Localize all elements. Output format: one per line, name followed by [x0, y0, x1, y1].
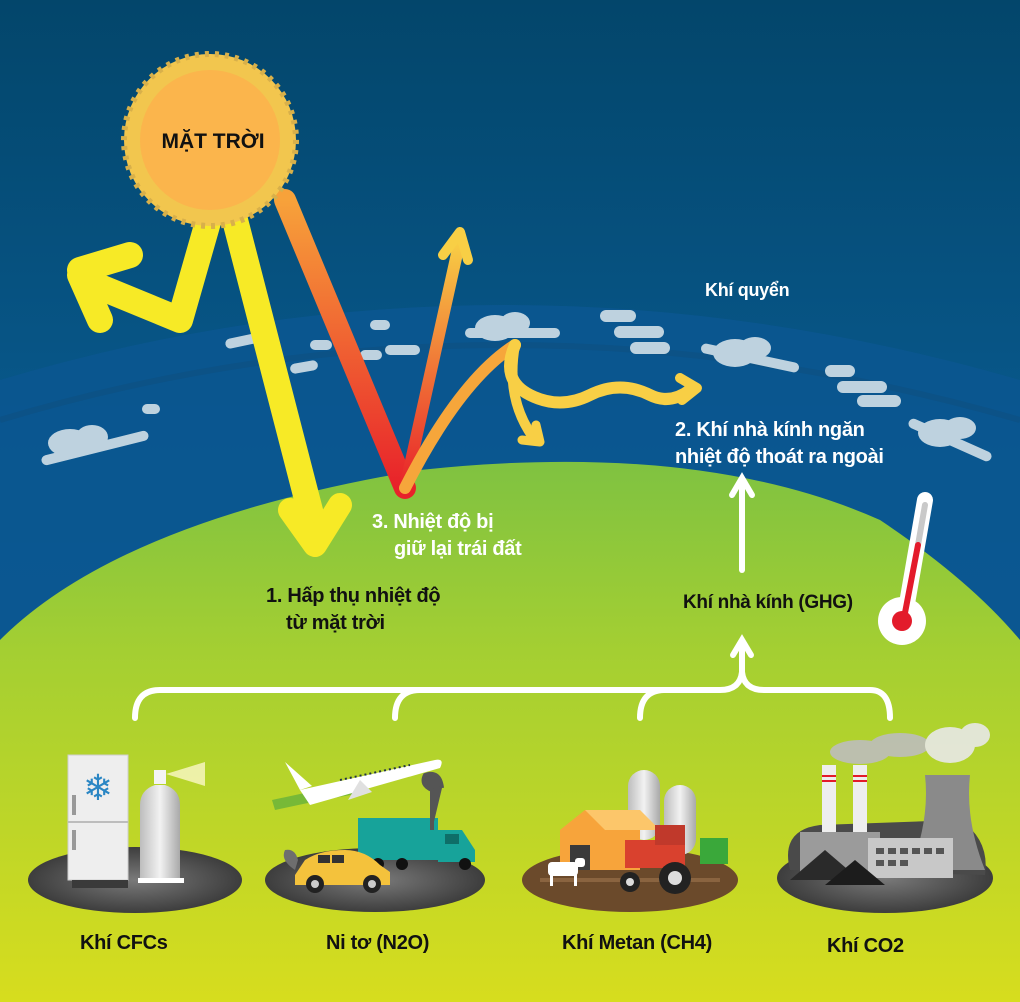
source-label-n2o: Ni tơ (N2O)	[326, 932, 430, 954]
step-3-label: 3. Nhiệt độ bị giữ lại trái đất	[372, 509, 522, 563]
cloud-icon	[908, 417, 992, 462]
trapped-ray	[399, 339, 521, 494]
step-1-line-2: từ mặt trời	[286, 612, 385, 634]
source-label-co2: Khí CO2	[827, 935, 904, 957]
cloud-icon	[465, 312, 560, 341]
cloud-icon	[825, 365, 901, 407]
cloud-icon	[41, 425, 149, 466]
reflected-ray	[82, 202, 223, 333]
ghg-label: Khí nhà kính (GHG)	[683, 592, 853, 613]
clouds	[41, 310, 992, 466]
cfc-illustration: ❄	[28, 754, 242, 913]
cow-icon	[548, 858, 585, 886]
factory-illustration	[777, 723, 993, 913]
heat-ray-up	[399, 234, 466, 494]
transport-illustration	[265, 759, 485, 912]
step-2-label: 2. Khí nhà kính ngăn nhiệt độ thoát ra n…	[675, 417, 884, 471]
step-2-line-1: 2. Khí nhà kính ngăn	[675, 419, 865, 441]
ghg-up-arrow	[729, 472, 755, 573]
atmosphere-label: Khí quyển	[705, 280, 790, 300]
tractor-icon	[620, 825, 728, 894]
farm-illustration	[522, 770, 738, 912]
heat-ray-down	[274, 189, 416, 499]
sun-label: MẶT TRỜI	[161, 130, 265, 153]
earth-ground	[0, 461, 1020, 1002]
step-3-line-1: 3. Nhiệt độ bị	[372, 511, 494, 533]
car-icon	[283, 849, 390, 893]
smoke-icon	[830, 723, 990, 764]
absorbed-ray	[222, 207, 328, 543]
airplane-icon	[285, 759, 442, 805]
cloud-icon	[700, 337, 800, 373]
thermometer-icon	[878, 492, 933, 645]
barn-icon	[560, 810, 660, 870]
source-label-ch4: Khí Metan (CH4)	[562, 932, 712, 954]
svg-text:❄: ❄	[83, 768, 113, 809]
step-2-line-2: nhiệt độ thoát ra ngoài	[675, 446, 884, 468]
step-1-label: 1. Hấp thụ nhiệt độ từ mặt trời	[266, 583, 441, 637]
source-label-cfcs: Khí CFCs	[80, 932, 168, 954]
sun-icon	[121, 51, 299, 229]
cloud-icon	[600, 310, 670, 354]
step-1-line-1: 1. Hấp thụ nhiệt độ	[266, 585, 441, 607]
sources-bracket	[132, 634, 893, 721]
sun-rays	[67, 189, 702, 557]
step-3-line-2: giữ lại trái đất	[394, 538, 522, 560]
